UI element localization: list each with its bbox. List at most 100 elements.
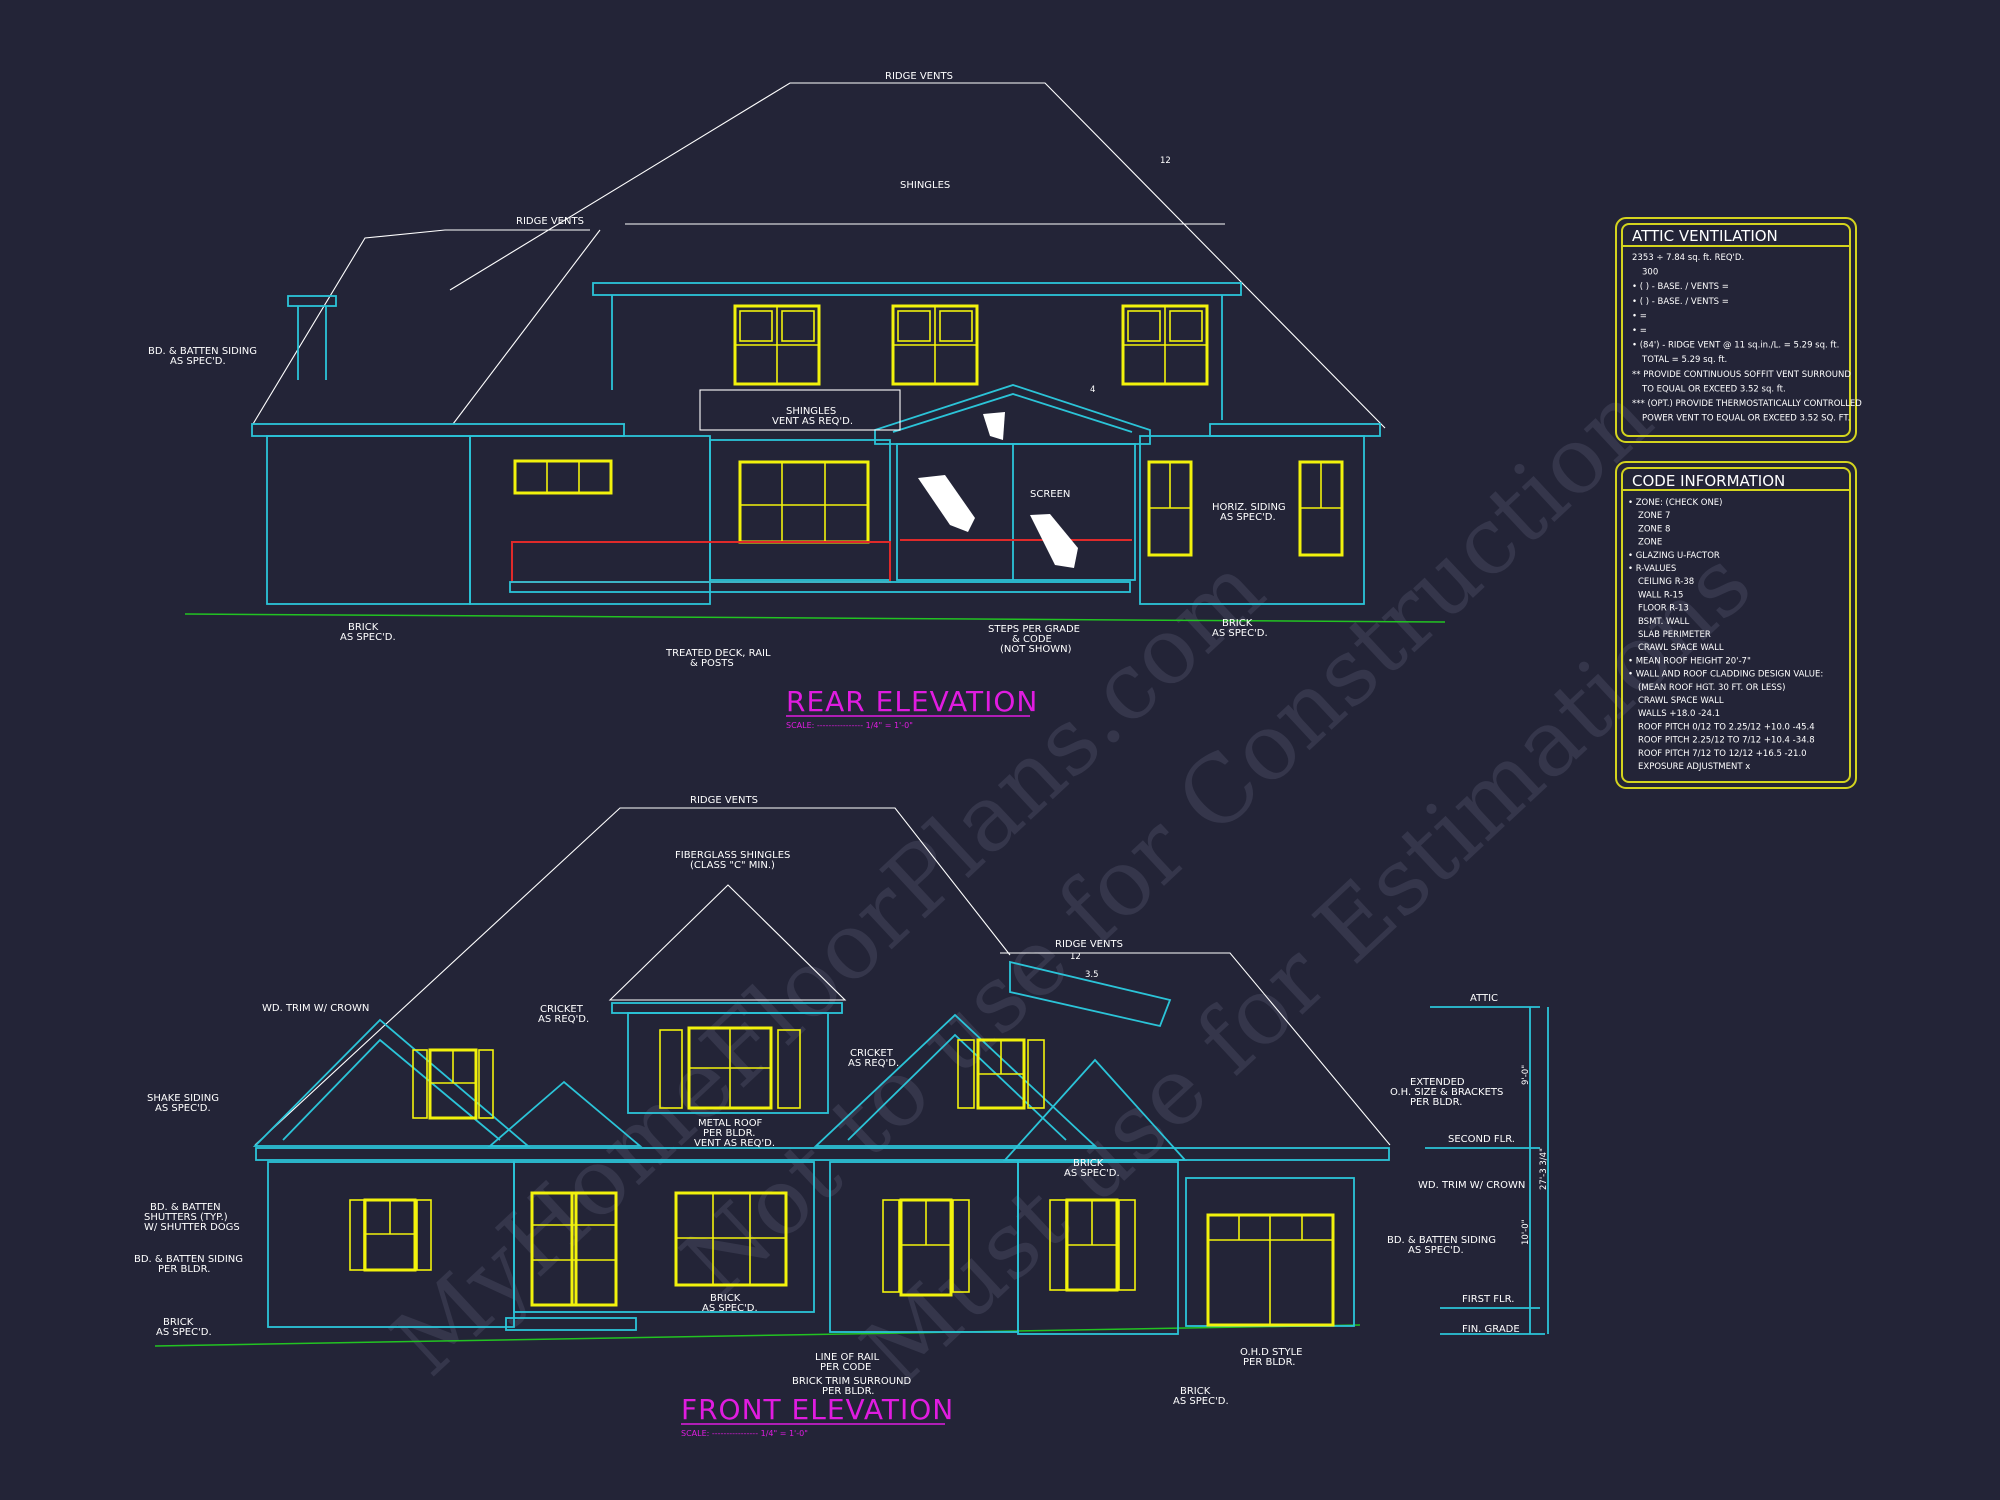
front-wd-trim-right: WD. TRIM W/ CROWN [1418,1180,1525,1191]
front-ohd-1: O.H.D STYLE [1240,1347,1303,1358]
front-ridge-vents-top: RIDGE VENTS [690,795,758,806]
front-shutters-2: SHUTTERS (TYP.) [144,1212,228,1223]
front-shake-1: SHAKE SIDING [147,1093,219,1104]
rear-steps-1: STEPS PER GRADE [988,624,1080,635]
code-information-line: • ZONE: (CHECK ONE) [1628,498,1722,508]
screen-glare [1030,514,1078,568]
front-line-rail-2: PER CODE [820,1362,871,1373]
attic-ventilation-line: 2353 ÷ 7.84 sq. ft. REQ'D. [1632,253,1744,263]
front-brick-mid-1: BRICK [1073,1158,1104,1169]
front-cricket-2a: CRICKET [850,1048,894,1059]
attic-ventilation-lines: 2353 ÷ 7.84 sq. ft. REQ'D. 300 • ( ) - BAS… [1632,253,1862,424]
rear-brick-right-2: AS SPEC'D. [1212,628,1268,639]
rear-shingles: SHINGLES [900,180,950,191]
attic-ventilation-title: ATTIC VENTILATION [1632,227,1778,245]
code-information-line: WALLS +18.0 -24.1 [1638,709,1720,719]
attic-ventilation-box: ATTIC VENTILATION 2353 ÷ 7.84 sq. ft. RE… [1615,217,1862,443]
code-information-line: CRAWL SPACE WALL [1638,643,1724,653]
rear-deck-2: & POSTS [690,658,734,669]
front-pitch-label: 3.5 [1085,970,1099,980]
level-attic: ATTIC [1470,993,1498,1004]
front-windows [363,1026,1119,1307]
front-pitch-label: 12 [1070,952,1081,962]
code-information-line: ZONE [1638,538,1662,548]
code-information-title: CODE INFORMATION [1632,472,1785,490]
code-information-line: CEILING R-38 [1638,577,1694,587]
code-information-line: FLOOR R-13 [1638,604,1689,614]
code-information-line: EXPOSURE ADJUSTMENT x [1638,762,1750,772]
code-information-line: WALL R-15 [1638,590,1683,600]
front-cricket-2b: AS REQ'D. [848,1058,899,1069]
attic-ventilation-line: 300 [1642,268,1658,278]
dim-lower: 10'-0" [1521,1219,1531,1245]
dim-upper: 9'-0" [1521,1065,1531,1085]
level-finish-grade: FIN. GRADE [1462,1324,1520,1335]
rear-screen: SCREEN [1030,489,1070,500]
front-elevation-labels: RIDGE VENTS FIBERGLASS SHINGLES (CLASS "… [134,795,1549,1438]
code-information-line: ZONE 8 [1638,524,1670,534]
front-bb-siding-1: BD. & BATTEN SIDING [134,1254,243,1265]
code-information-line: ZONE 7 [1638,511,1670,521]
rear-upper-windows [733,304,1209,386]
rear-elevation-scale: SCALE: ---------------- 1/4" = 1'-0" [786,721,913,730]
front-shake-2: AS SPEC'D. [155,1103,211,1114]
front-brick-trim-2: PER BLDR. [822,1386,874,1397]
level-second-floor: SECOND FLR. [1448,1134,1515,1145]
rear-pitch-label: 4 [1090,385,1095,395]
code-information-line: ROOF PITCH 0/12 TO 2.25/12 +10.0 -45.4 [1638,722,1815,732]
front-brick-center-2: AS SPEC'D. [702,1303,758,1314]
rear-lower-windows [513,459,1344,557]
attic-ventilation-line: TOTAL = 5.29 sq. ft. [1641,355,1727,365]
rear-bd-batten-1: BD. & BATTEN SIDING [148,346,257,357]
rear-deck-1: TREATED DECK, RAIL [665,648,771,659]
watermark: MyHomeFloorPlans.com Not to use for Cons… [372,364,1771,1406]
code-information-line: ROOF PITCH 7/12 TO 12/12 +16.5 -21.0 [1638,749,1807,759]
watermark-line-1: MyHomeFloorPlans.com [372,535,1284,1396]
level-first-floor: FIRST FLR. [1462,1294,1514,1305]
front-brick-right-2: AS SPEC'D. [1173,1396,1229,1407]
rear-bd-batten-2: AS SPEC'D. [170,356,226,367]
code-information-line: CRAWL SPACE WALL [1638,696,1724,706]
rear-brick-left-1: BRICK [348,622,379,633]
rear-horiz-1: HORIZ. SIDING [1212,502,1286,513]
front-fiberglass-2: (CLASS "C" MIN.) [690,860,775,871]
rear-ridge-vents-left: RIDGE VENTS [516,216,584,227]
front-metal-2: PER BLDR. [703,1128,755,1139]
code-information-line: • GLAZING U-FACTOR [1628,551,1720,561]
front-cricket-1a: CRICKET [540,1004,584,1015]
attic-ventilation-line: *** (OPT.) PROVIDE THERMOSTATICALLY CONT… [1632,399,1862,409]
attic-ventilation-line: • = [1632,311,1647,321]
front-ridge-vents-right: RIDGE VENTS [1055,939,1123,950]
rear-steps-3: (NOT SHOWN) [1000,644,1072,655]
rear-brick-right-1: BRICK [1222,618,1253,629]
code-information-line: BSMT. WALL [1638,617,1689,627]
rear-ridge-vents-top: RIDGE VENTS [885,71,953,82]
code-information-line: • R-VALUES [1628,564,1676,574]
rear-horiz-2: AS SPEC'D. [1220,512,1276,523]
front-brick-left-1: BRICK [163,1317,194,1328]
front-shutters-3: W/ SHUTTER DOGS [144,1222,240,1233]
front-fiberglass-1: FIBERGLASS SHINGLES [675,850,790,861]
front-extended-1: EXTENDED [1410,1077,1465,1088]
front-extended-2: O.H. SIZE & BRACKETS [1390,1087,1503,1098]
rear-elevation-title: REAR ELEVATION [786,685,1038,718]
front-brick-trim-1: BRICK TRIM SURROUND [792,1376,912,1387]
attic-ventilation-line: TO EQUAL OR EXCEED 3.52 sq. ft. [1641,384,1786,394]
front-brick-center-1: BRICK [710,1293,741,1304]
front-ohd-2: PER BLDR. [1243,1357,1295,1368]
front-brick-mid-2: AS SPEC'D. [1064,1168,1120,1179]
code-information-lines: • ZONE: (CHECK ONE) ZONE 7 ZONE 8 ZONE • GLA… [1628,498,1823,772]
rear-steps-2: & CODE [1012,634,1052,645]
front-shutters-1: BD. & BATTEN [150,1202,221,1213]
front-metal-1: METAL ROOF [698,1118,763,1129]
code-information-line: • MEAN ROOF HEIGHT 20'-7" [1628,656,1751,666]
code-information-line: ROOF PITCH 2.25/12 TO 7/12 +10.4 -34.8 [1638,736,1815,746]
rear-elevation-labels: RIDGE VENTS RIDGE VENTS SHINGLES BD. & B… [148,71,1286,730]
dim-total: 27'-3 3/4" [1539,1148,1549,1190]
attic-ventilation-line: • ( ) - BASE. / VENTS = [1632,282,1729,292]
rear-elevation-drawing [184,82,1446,623]
front-metal-3: VENT AS REQ'D. [694,1138,775,1149]
code-information-box: CODE INFORMATION • ZONE: (CHECK ONE) ZONE… [1615,461,1857,789]
front-line-rail-1: LINE OF RAIL [815,1352,880,1363]
front-shutters [349,1029,1136,1293]
